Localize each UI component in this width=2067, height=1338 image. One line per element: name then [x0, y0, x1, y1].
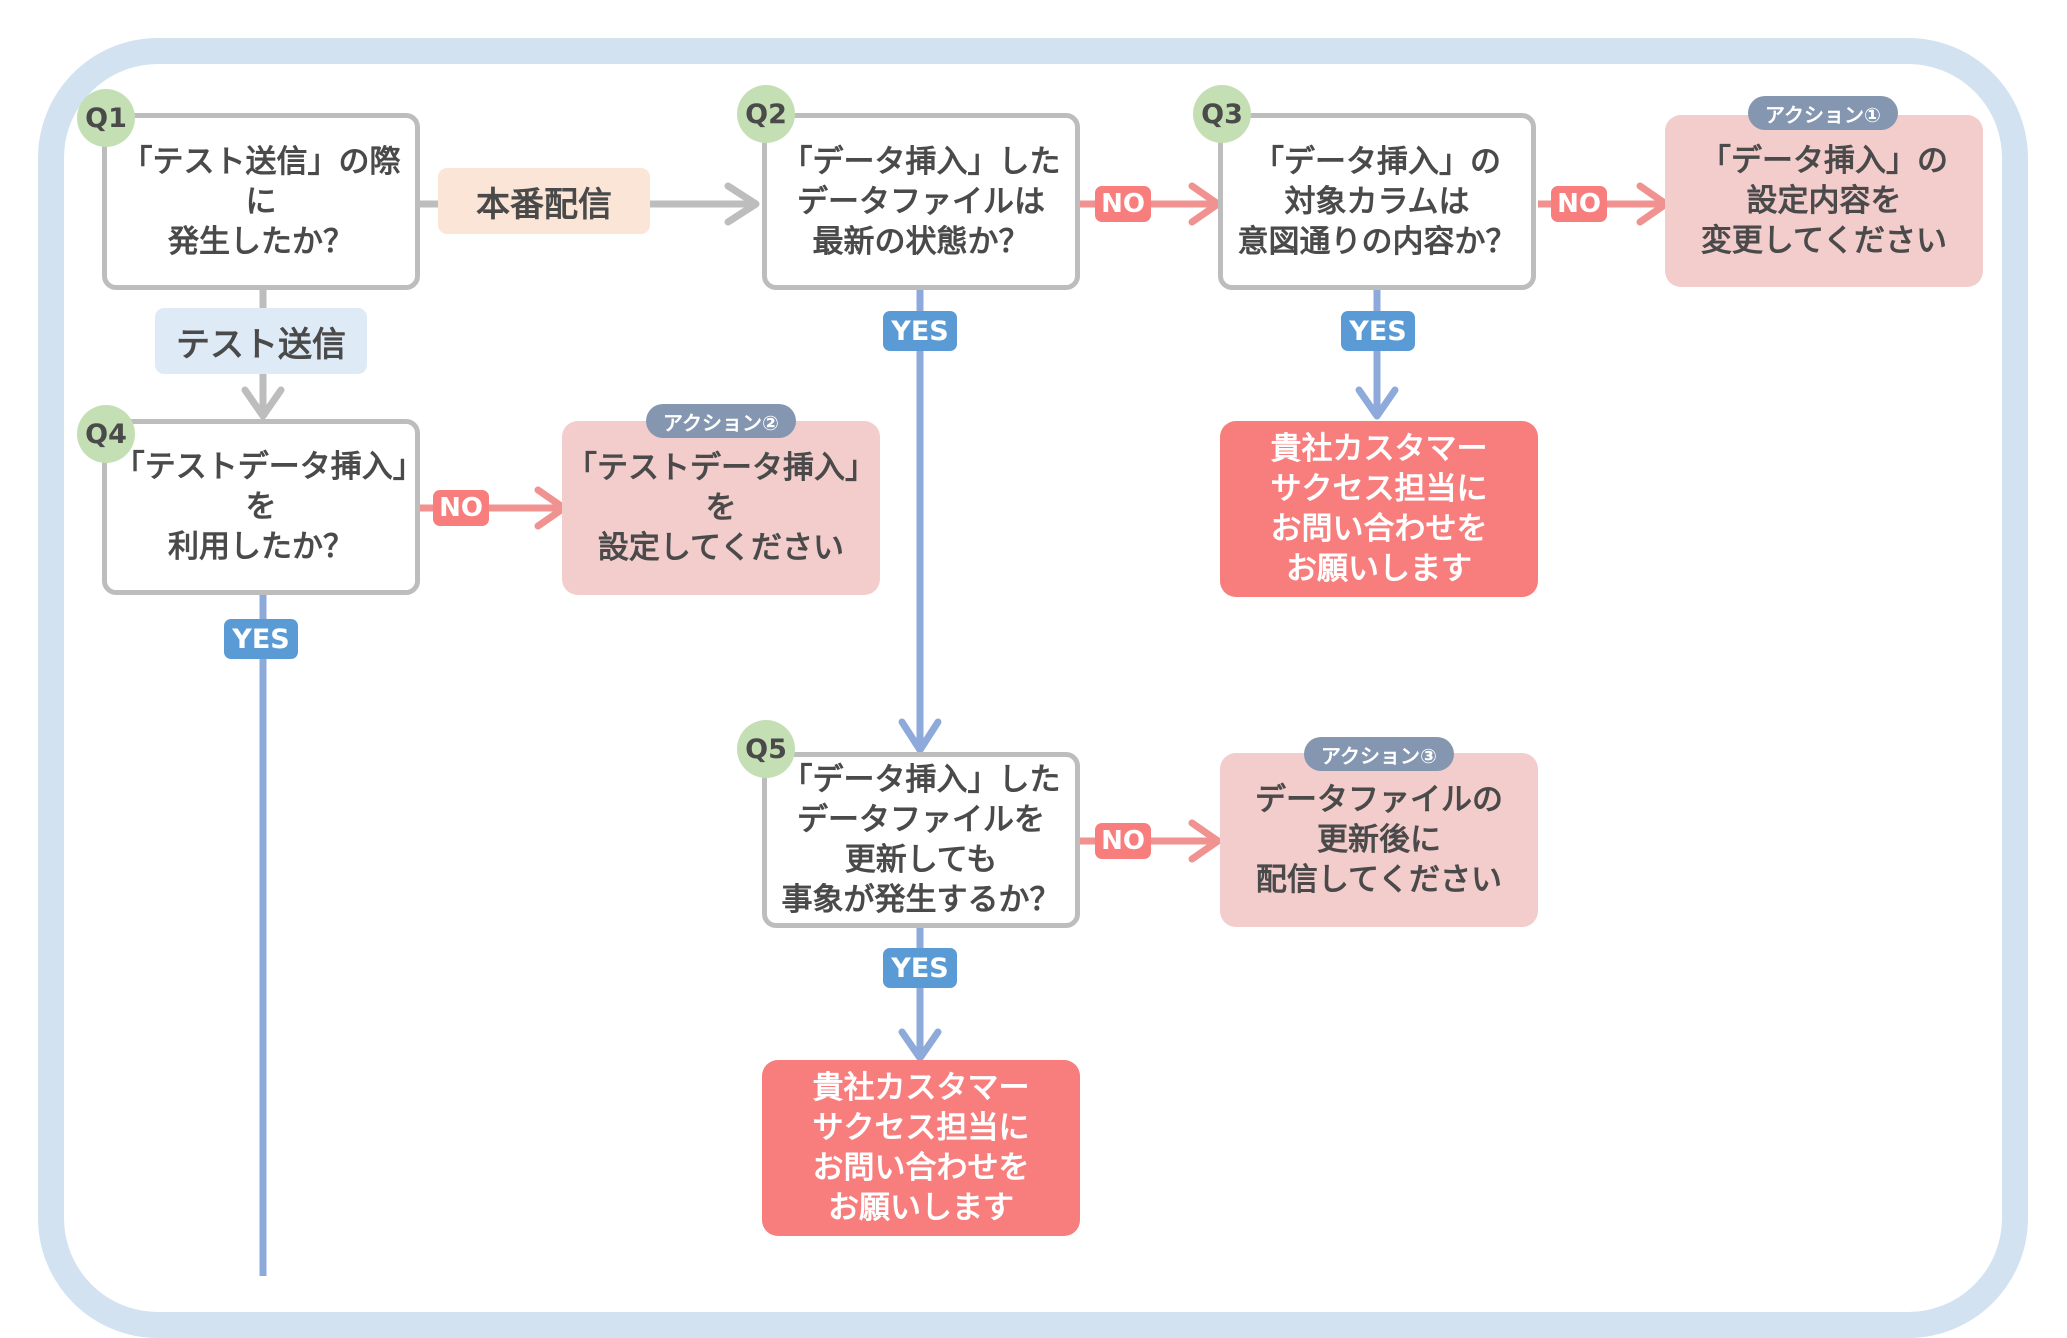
action3-label: アクション③ [1304, 737, 1454, 771]
q3-badge: Q3 [1193, 85, 1251, 143]
q1-to-q4-arrowhead [241, 386, 285, 420]
action2-label: アクション② [646, 404, 796, 438]
question-q5: 「データ挿入」した データファイルを 更新しても 事象が発生するか？ [762, 752, 1080, 928]
q3-to-contact1-arrowhead [1355, 386, 1399, 420]
q5-to-contact2-arrowhead [898, 1028, 942, 1062]
no-tag-q4: NO [433, 490, 489, 526]
yes-tag-q4: YES [224, 619, 298, 659]
q2-to-q5-arrowhead [898, 718, 942, 754]
question-q1: 「テスト送信」の際に 発生したか？ [102, 113, 420, 290]
q1-badge: Q1 [77, 89, 135, 147]
production-route-label: 本番配信 [438, 168, 650, 234]
q1-to-q2-arrowhead [724, 182, 760, 226]
no-tag-q2: NO [1095, 186, 1151, 222]
yes-tag-q3: YES [1341, 311, 1415, 351]
test-route-label: テスト送信 [155, 308, 367, 374]
contact-support-box-1: 貴社カスタマー サクセス担当に お問い合わせを お願いします [1220, 421, 1538, 597]
yes-tag-q2: YES [883, 311, 957, 351]
action3-box: データファイルの 更新後に 配信してください [1220, 753, 1538, 927]
no-tag-q5: NO [1095, 823, 1151, 859]
no-tag-q3: NO [1551, 186, 1607, 222]
q5-badge: Q5 [737, 720, 795, 778]
yes-tag-q5: YES [883, 948, 957, 988]
q5-to-action3-arrowhead [1188, 819, 1222, 863]
question-q2: 「データ挿入」した データファイルは 最新の状態か？ [762, 113, 1080, 290]
q2-badge: Q2 [737, 85, 795, 143]
action1-box: 「データ挿入」の 設定内容を 変更してください [1665, 115, 1983, 287]
question-q4: 「テストデータ挿入」を 利用したか？ [102, 419, 420, 595]
contact-support-box-2: 貴社カスタマー サクセス担当に お問い合わせを お願いします [762, 1060, 1080, 1236]
question-q3: 「データ挿入」の 対象カラムは 意図通りの内容か？ [1218, 113, 1536, 290]
q4-badge: Q4 [77, 405, 135, 463]
action1-label: アクション① [1748, 96, 1898, 130]
action2-box: 「テストデータ挿入」を 設定してください [562, 421, 880, 595]
